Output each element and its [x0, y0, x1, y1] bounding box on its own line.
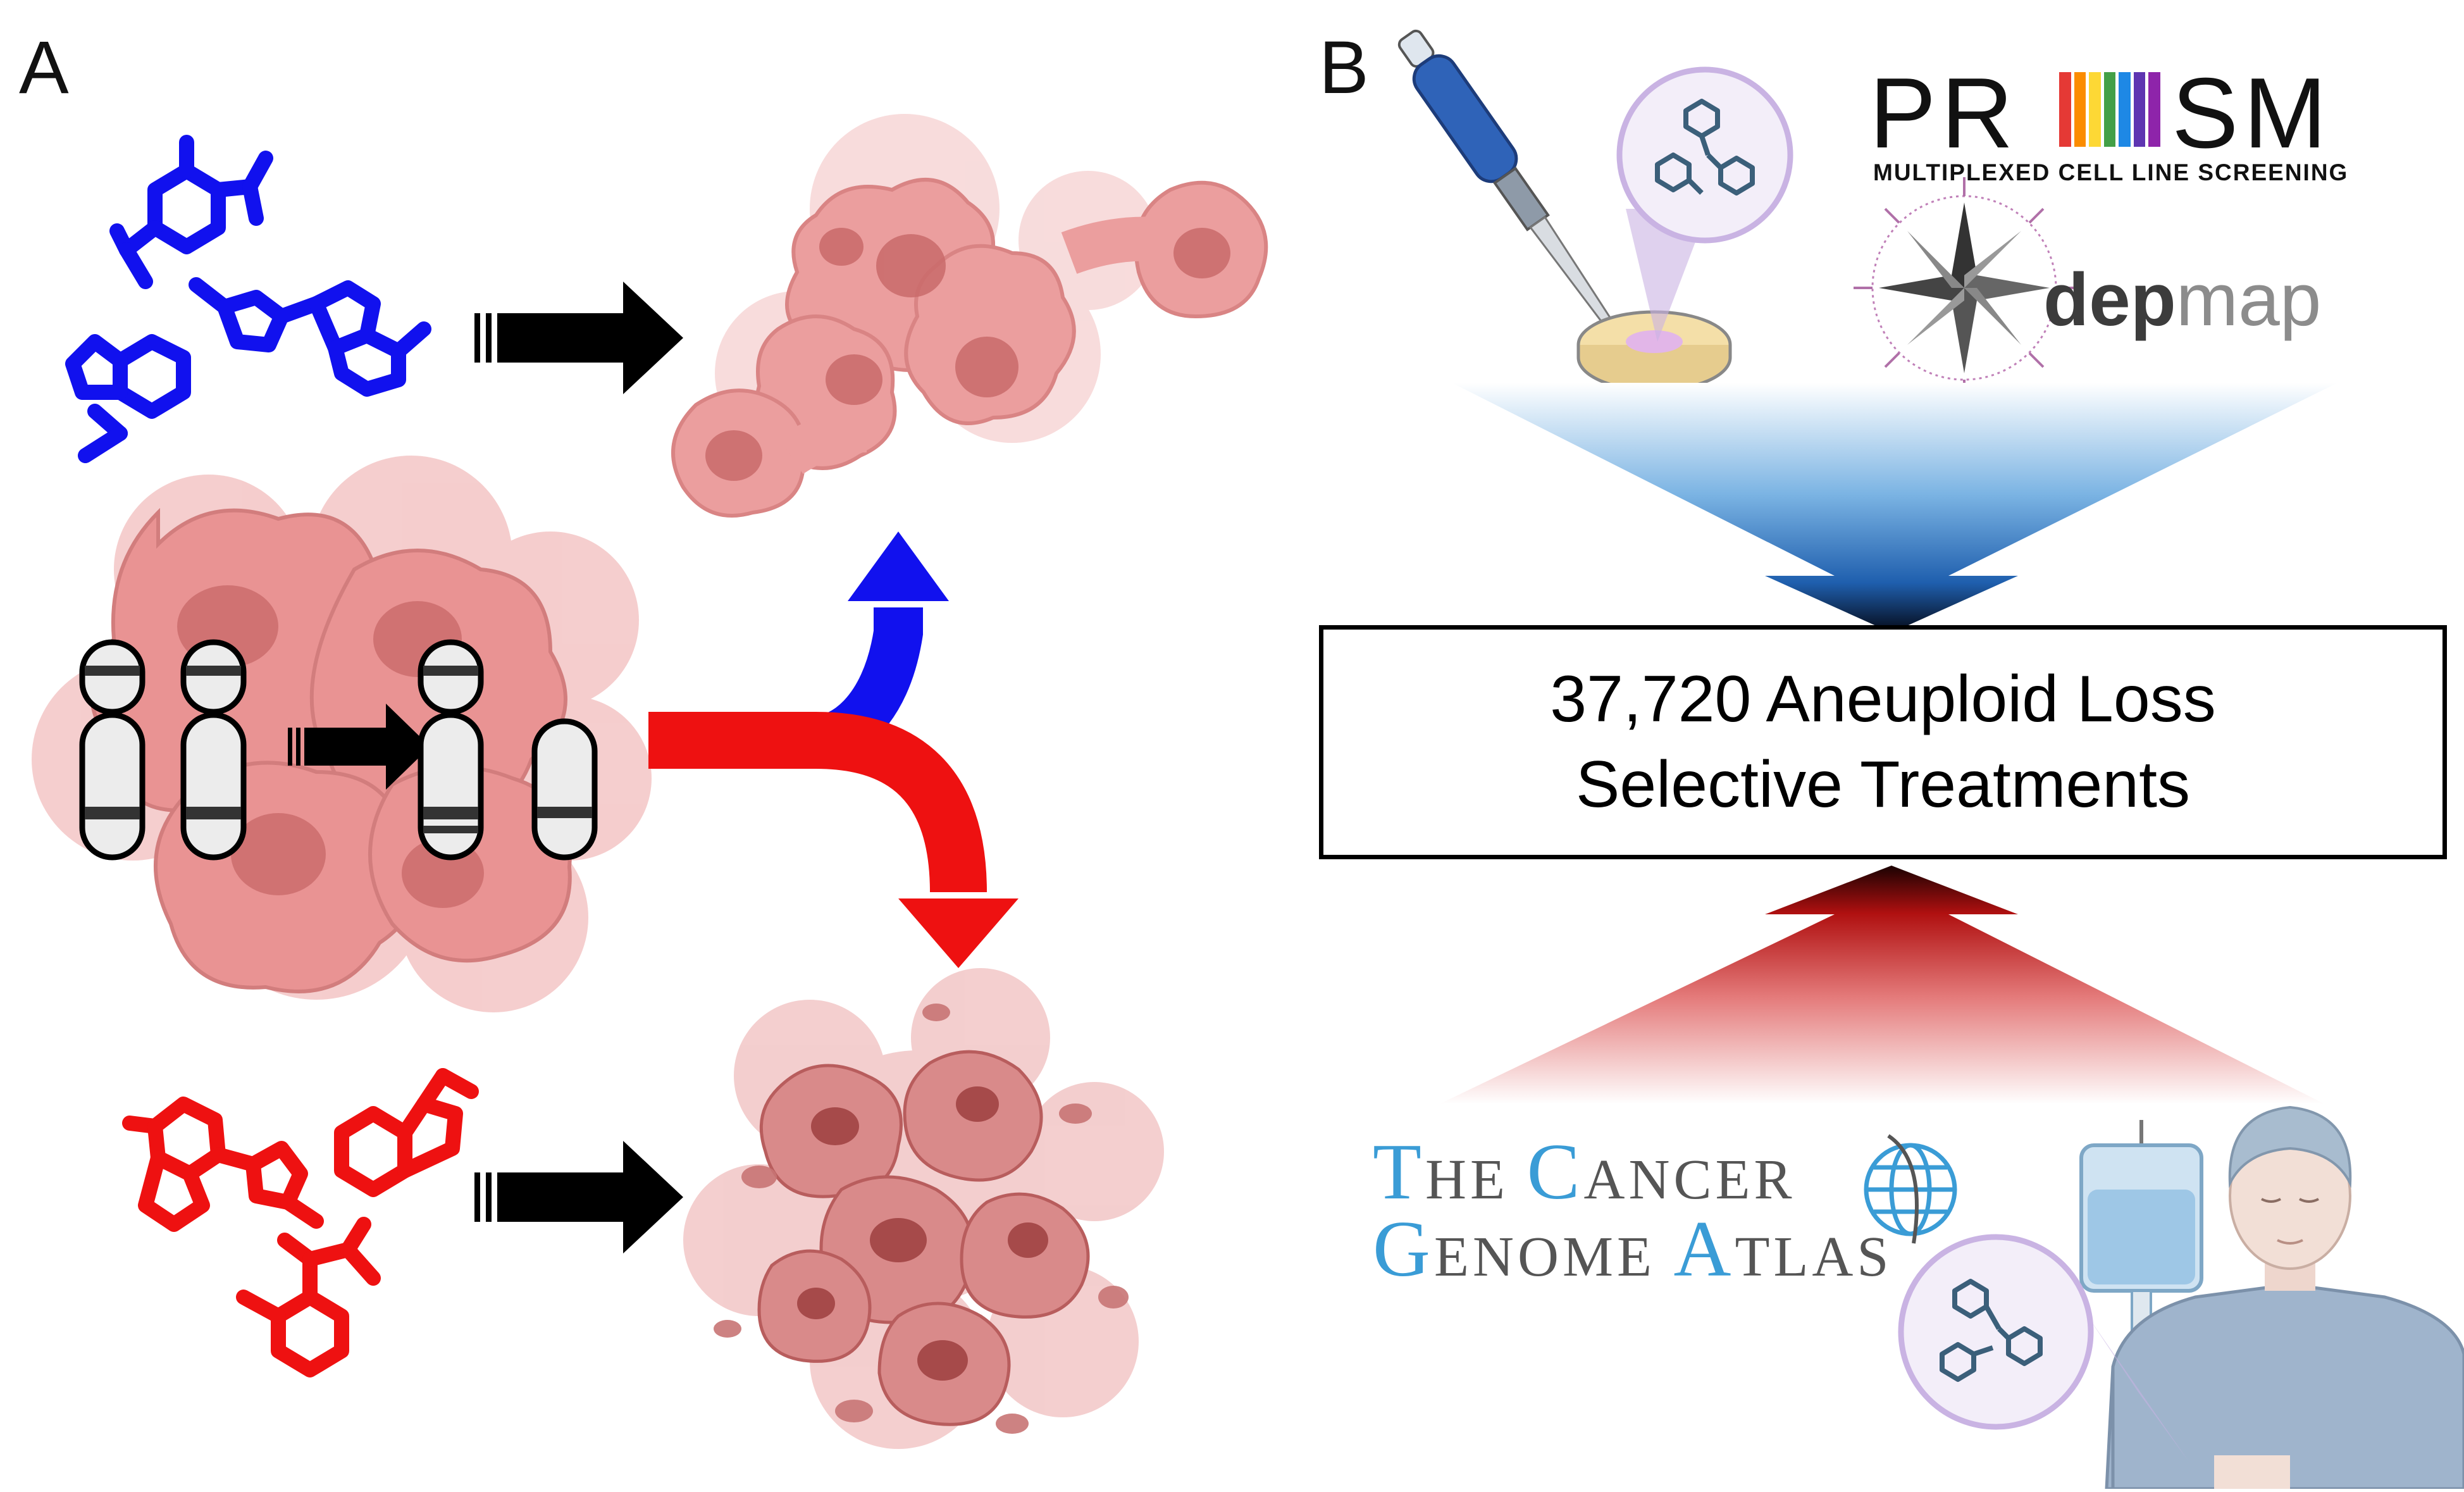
chromosome-3: [418, 639, 484, 861]
result-box: 37,720 Aneuploid Loss Selective Treatmen…: [1319, 625, 2447, 859]
prism-subtitle: MULTIPLEXED CELL LINE SCREENING: [1873, 159, 2349, 185]
tcga-text-segment: ANCER: [1583, 1148, 1796, 1211]
globe-icon: [1864, 1134, 1957, 1244]
tcga-logo-line-1: THE CANCER: [1373, 1133, 1796, 1212]
prism-logo: PR SM MULTIPLEXED CELL LINE SCREENING: [1869, 63, 2350, 187]
depmap-part2: map: [2176, 258, 2322, 342]
panel-label-b: B: [1319, 26, 1369, 109]
prism-bar: [2119, 72, 2131, 147]
red-down-arrowhead: [898, 898, 1018, 968]
tcga-text-segment: G: [1373, 1205, 1434, 1293]
treatment-arrow-top: [474, 282, 683, 394]
treatment-arrow-bottom: [474, 1141, 683, 1253]
chromosome-arrow: [288, 704, 430, 790]
red-molecule-1: [122, 1097, 324, 1232]
chromosome-4: [531, 718, 598, 861]
tcga-text-segment: A: [1673, 1205, 1735, 1293]
patient-icon: [2105, 1105, 2464, 1491]
tcga-logo-line-2: GENOME ATLAS: [1373, 1210, 1892, 1290]
depmap-part1: dep: [2043, 258, 2176, 342]
tcga-text-segment: ENOME: [1434, 1226, 1674, 1288]
prism-bar: [2089, 72, 2101, 147]
prism-bar: [2148, 72, 2161, 147]
tcga-text-segment: HE: [1425, 1148, 1527, 1211]
depmap-logo: depmap: [2043, 263, 2321, 337]
blue-molecule-1: [109, 135, 273, 289]
blue-molecule-3: [65, 334, 191, 463]
chromosome-1: [79, 639, 145, 861]
proliferating-cells: [671, 114, 1268, 518]
fate-split-arrows: [648, 532, 1018, 968]
chromosome-2: [180, 639, 247, 861]
panel-label-a: A: [19, 26, 69, 109]
prism-word-left: PR: [1869, 58, 2019, 169]
dying-cells: [683, 968, 1164, 1449]
prism-bar: [2103, 72, 2116, 147]
prism-bar: [2074, 72, 2086, 147]
blue-molecule-2: [189, 277, 431, 397]
red-molecule-2: [334, 1068, 479, 1197]
tcga-text-segment: C: [1526, 1128, 1584, 1216]
screening-funnel: [1452, 383, 2337, 633]
resistant-drug-molecules: [122, 1068, 479, 1377]
molecule-bubble-patient: [1898, 1234, 2189, 1462]
blue-up-arrowhead: [848, 532, 949, 601]
prism-bar: [2133, 72, 2146, 147]
red-molecule-3: [236, 1217, 381, 1377]
result-line-1: 37,720 Aneuploid Loss: [1550, 662, 2216, 736]
prism-bar: [2059, 72, 2071, 147]
petri-dish-icon: [1576, 310, 1732, 392]
compass-icon: [1854, 177, 2075, 399]
patient-funnel: [1439, 866, 2325, 1104]
tcga-text-segment: TLAS: [1735, 1226, 1893, 1288]
molecule-bubble-screen: [1616, 66, 1793, 342]
prism-word-right: SM: [2172, 58, 2332, 169]
effective-drug-molecules: [65, 135, 431, 463]
result-line-2: Selective Treatments: [1575, 748, 2191, 821]
prism-rainbow-bars: [2059, 72, 2161, 147]
chromosome-loss: [79, 639, 598, 861]
tcga-text-segment: T: [1373, 1128, 1425, 1216]
